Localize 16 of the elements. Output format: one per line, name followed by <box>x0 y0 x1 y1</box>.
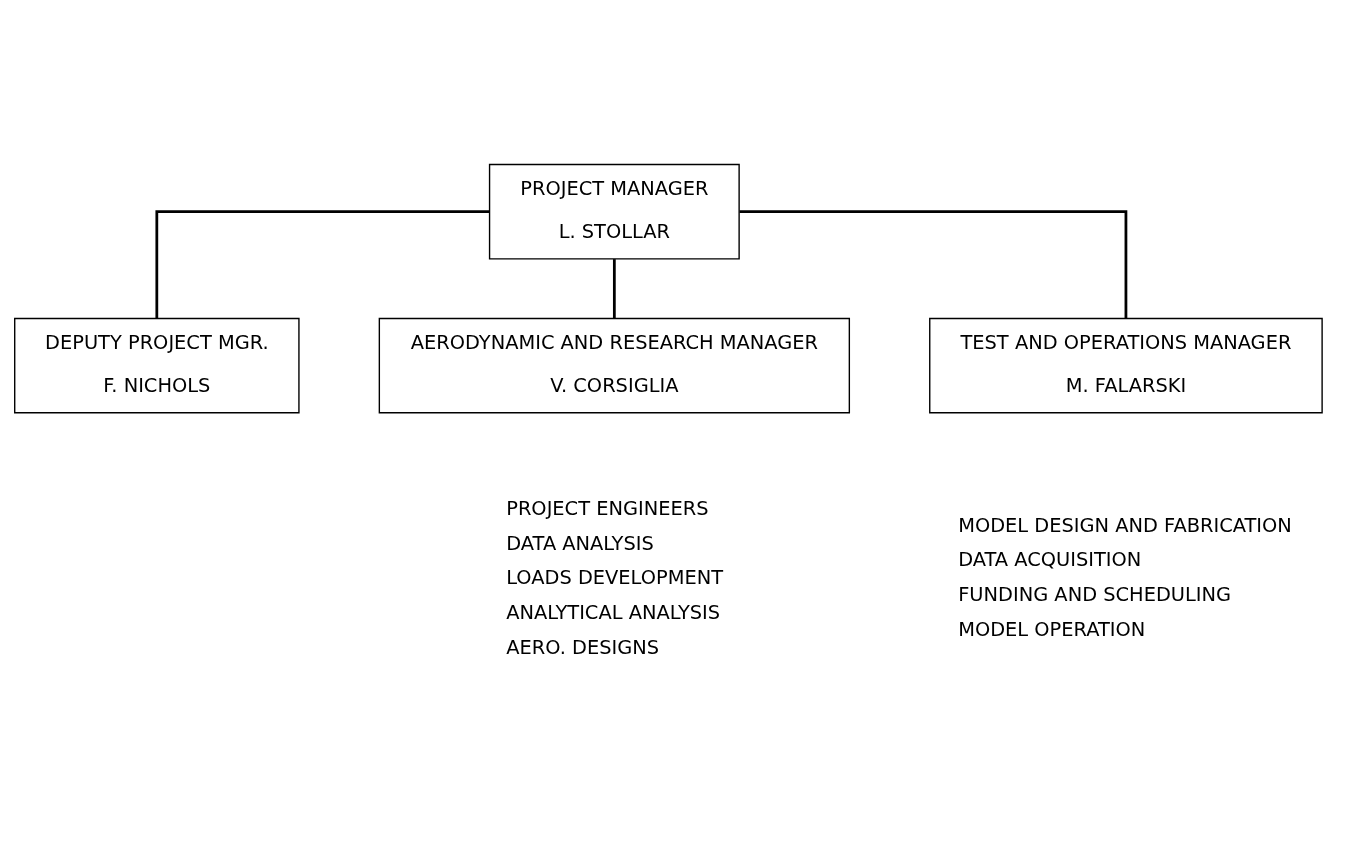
node-label: DATA ANALYSIS <box>506 531 654 555</box>
node-box: PROJECT MANAGER L. STOLLAR <box>488 163 740 260</box>
node-label: ANALYTICAL ANALYSIS <box>506 600 721 624</box>
node-label: FUNDING AND SCHEDULING <box>958 582 1232 606</box>
connector <box>612 259 616 319</box>
node-box: AERODYNAMIC AND RESEARCH MANAGER V. CORSIGLIA <box>378 317 851 414</box>
node-label: MODEL OPERATION <box>958 617 1146 641</box>
node-label: MODEL DESIGN AND FABRICATION <box>958 513 1292 537</box>
node-box: TEST AND OPERATIONS MANAGER M. FALARSKI <box>929 317 1323 414</box>
node-label: PROJECT ENGINEERS <box>506 496 709 520</box>
node-label: AERO. DESIGNS <box>506 635 660 659</box>
connector <box>739 210 1128 319</box>
node-label: LOADS DEVELOPMENT <box>506 566 724 590</box>
node-label: DATA ACQUISITION <box>958 548 1142 572</box>
connector <box>155 210 490 319</box>
node-box: DEPUTY PROJECT MGR. F. NICHOLS <box>14 317 300 414</box>
